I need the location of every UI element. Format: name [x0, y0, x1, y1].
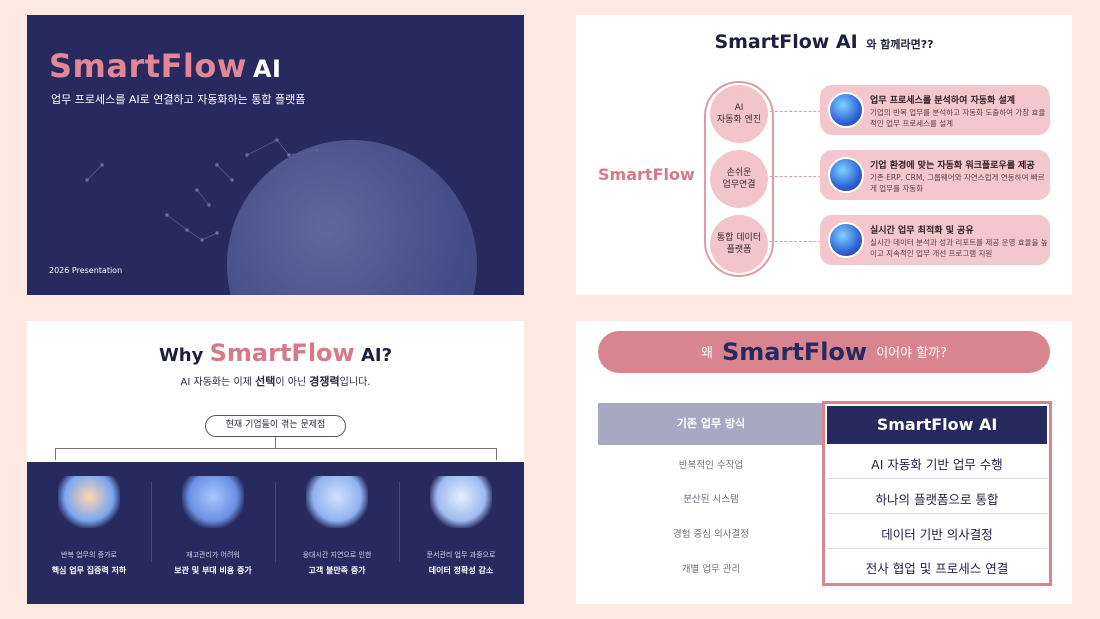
document-warning-icon — [430, 476, 492, 528]
problem-item: 반복 업무의 증가로 핵심 업무 집중력 저하 — [27, 476, 151, 576]
row-divider — [827, 513, 1047, 514]
tree-line — [55, 448, 56, 460]
network-decoration — [85, 138, 319, 242]
problem-panel: 반복 업무의 증가로 핵심 업무 집중력 저하 재고관리가 어려워 보관 및 부… — [27, 462, 524, 604]
problem-item: 응대시간 지연으로 인한 고객 불만족 증가 — [275, 476, 399, 576]
tree-line — [55, 448, 497, 449]
row-divider — [827, 548, 1047, 549]
feature-desc: 기존 ERP, CRM, 그룹웨어와 자연스럽게 연동하여 빠르게 업무를 자동… — [870, 173, 1045, 193]
divider — [275, 482, 276, 562]
feature-desc: 기업의 반복 업무를 분석하고 자동화 도출하여 가장 효율적인 업무 프로세스… — [870, 108, 1046, 128]
connector-line — [770, 241, 826, 242]
smartflow-item: 하나의 플랫폼으로 통합 — [875, 492, 999, 507]
warehouse-icon — [182, 476, 244, 528]
feature-title: 기업 환경에 맞는 자동화 워크플로우를 제공 — [870, 161, 1035, 171]
old-method-header: 기존 업무 방식 — [598, 403, 824, 445]
old-method-item: 분산된 시스템 — [683, 494, 739, 505]
feature-desc: 실시간 데이터 분석과 성과 리포트를 제공 운영 효율을 높이고 지속적인 업… — [870, 238, 1048, 258]
smartflow-item: AI 자동화 기반 업무 수행 — [871, 457, 1003, 472]
database-icon — [828, 222, 864, 258]
pillar-easy-connect: 손쉬운 업무연결 — [710, 150, 768, 208]
slide-subtitle: 업무 프로세스를 AI로 연결하고 자동화하는 통합 플랫폼 — [51, 93, 306, 106]
tree-line — [275, 437, 276, 448]
smartflow-item: 전사 협업 및 프로세스 연결 — [865, 561, 1009, 576]
connector-line — [770, 176, 826, 177]
presentation-year: 2026 Presentation — [49, 266, 123, 275]
feature-card: 실시간 업무 최적화 및 공유 실시간 데이터 분석과 성과 리포트를 제공 운… — [820, 215, 1050, 265]
unhappy-customer-icon — [306, 476, 368, 528]
tree-line — [496, 448, 497, 460]
pillar-ai-engine: AI 자동화 엔진 — [710, 85, 768, 143]
stressed-worker-icon — [58, 476, 120, 528]
brain-icon — [828, 92, 864, 128]
feature-title: 실시간 업무 최적화 및 공유 — [870, 226, 974, 236]
old-method-item: 반복적인 수작업 — [678, 460, 744, 471]
smartflow-item: 데이터 기반 의사결정 — [881, 527, 993, 542]
row-divider — [827, 478, 1047, 479]
link-icon — [828, 157, 864, 193]
divider — [151, 482, 152, 562]
problem-item: 재고관리가 어려워 보관 및 부대 비용 증가 — [151, 476, 275, 576]
pillar-data-platform: 통합 데이터 플랫폼 — [710, 215, 768, 273]
slide-title: SmartFlow AI 와 함께라면?? — [714, 31, 934, 53]
feature-card: 업무 프로세스를 분석하여 자동화 설계 기업의 반복 업무를 분석하고 자동화… — [820, 85, 1050, 135]
smartflow-header: SmartFlow AI — [827, 406, 1047, 444]
slide-subtitle: AI 자동화는 이제 선택이 아닌 경쟁력입니다. — [180, 375, 371, 388]
feature-title: 업무 프로세스를 분석하여 자동화 설계 — [870, 96, 1016, 106]
feature-card: 기업 환경에 맞는 자동화 워크플로우를 제공 기존 ERP, CRM, 그룹웨… — [820, 150, 1050, 200]
old-method-item: 개별 업무 관리 — [681, 564, 741, 575]
connector-line — [770, 111, 826, 112]
smartflow-column-frame — [822, 401, 1052, 586]
slide-problems[interactable]: Why SmartFlow AI? AI 자동화는 이제 선택이 아닌 경쟁력입… — [27, 321, 524, 604]
side-label: SmartFlow — [598, 165, 695, 184]
old-method-item: 경험 중심 의사결정 — [673, 529, 749, 540]
slide-comparison[interactable]: 왜 SmartFlow 이어야 할까? 기존 업무 방식 반복적인 수작업 분산… — [576, 321, 1072, 604]
divider — [399, 482, 400, 562]
comparison-banner: 왜 SmartFlow 이어야 할까? — [598, 331, 1050, 373]
section-tag: 현재 기업들이 겪는 문제점 — [205, 415, 346, 437]
slide-features[interactable]: SmartFlow AI 와 함께라면?? SmartFlow AI 자동화 엔… — [576, 15, 1072, 295]
problem-item: 문서관리 업무 과중으로 데이터 정확성 감소 — [399, 476, 523, 576]
pillar-container — [704, 81, 774, 277]
slide-title: Why SmartFlow AI? — [158, 339, 393, 367]
